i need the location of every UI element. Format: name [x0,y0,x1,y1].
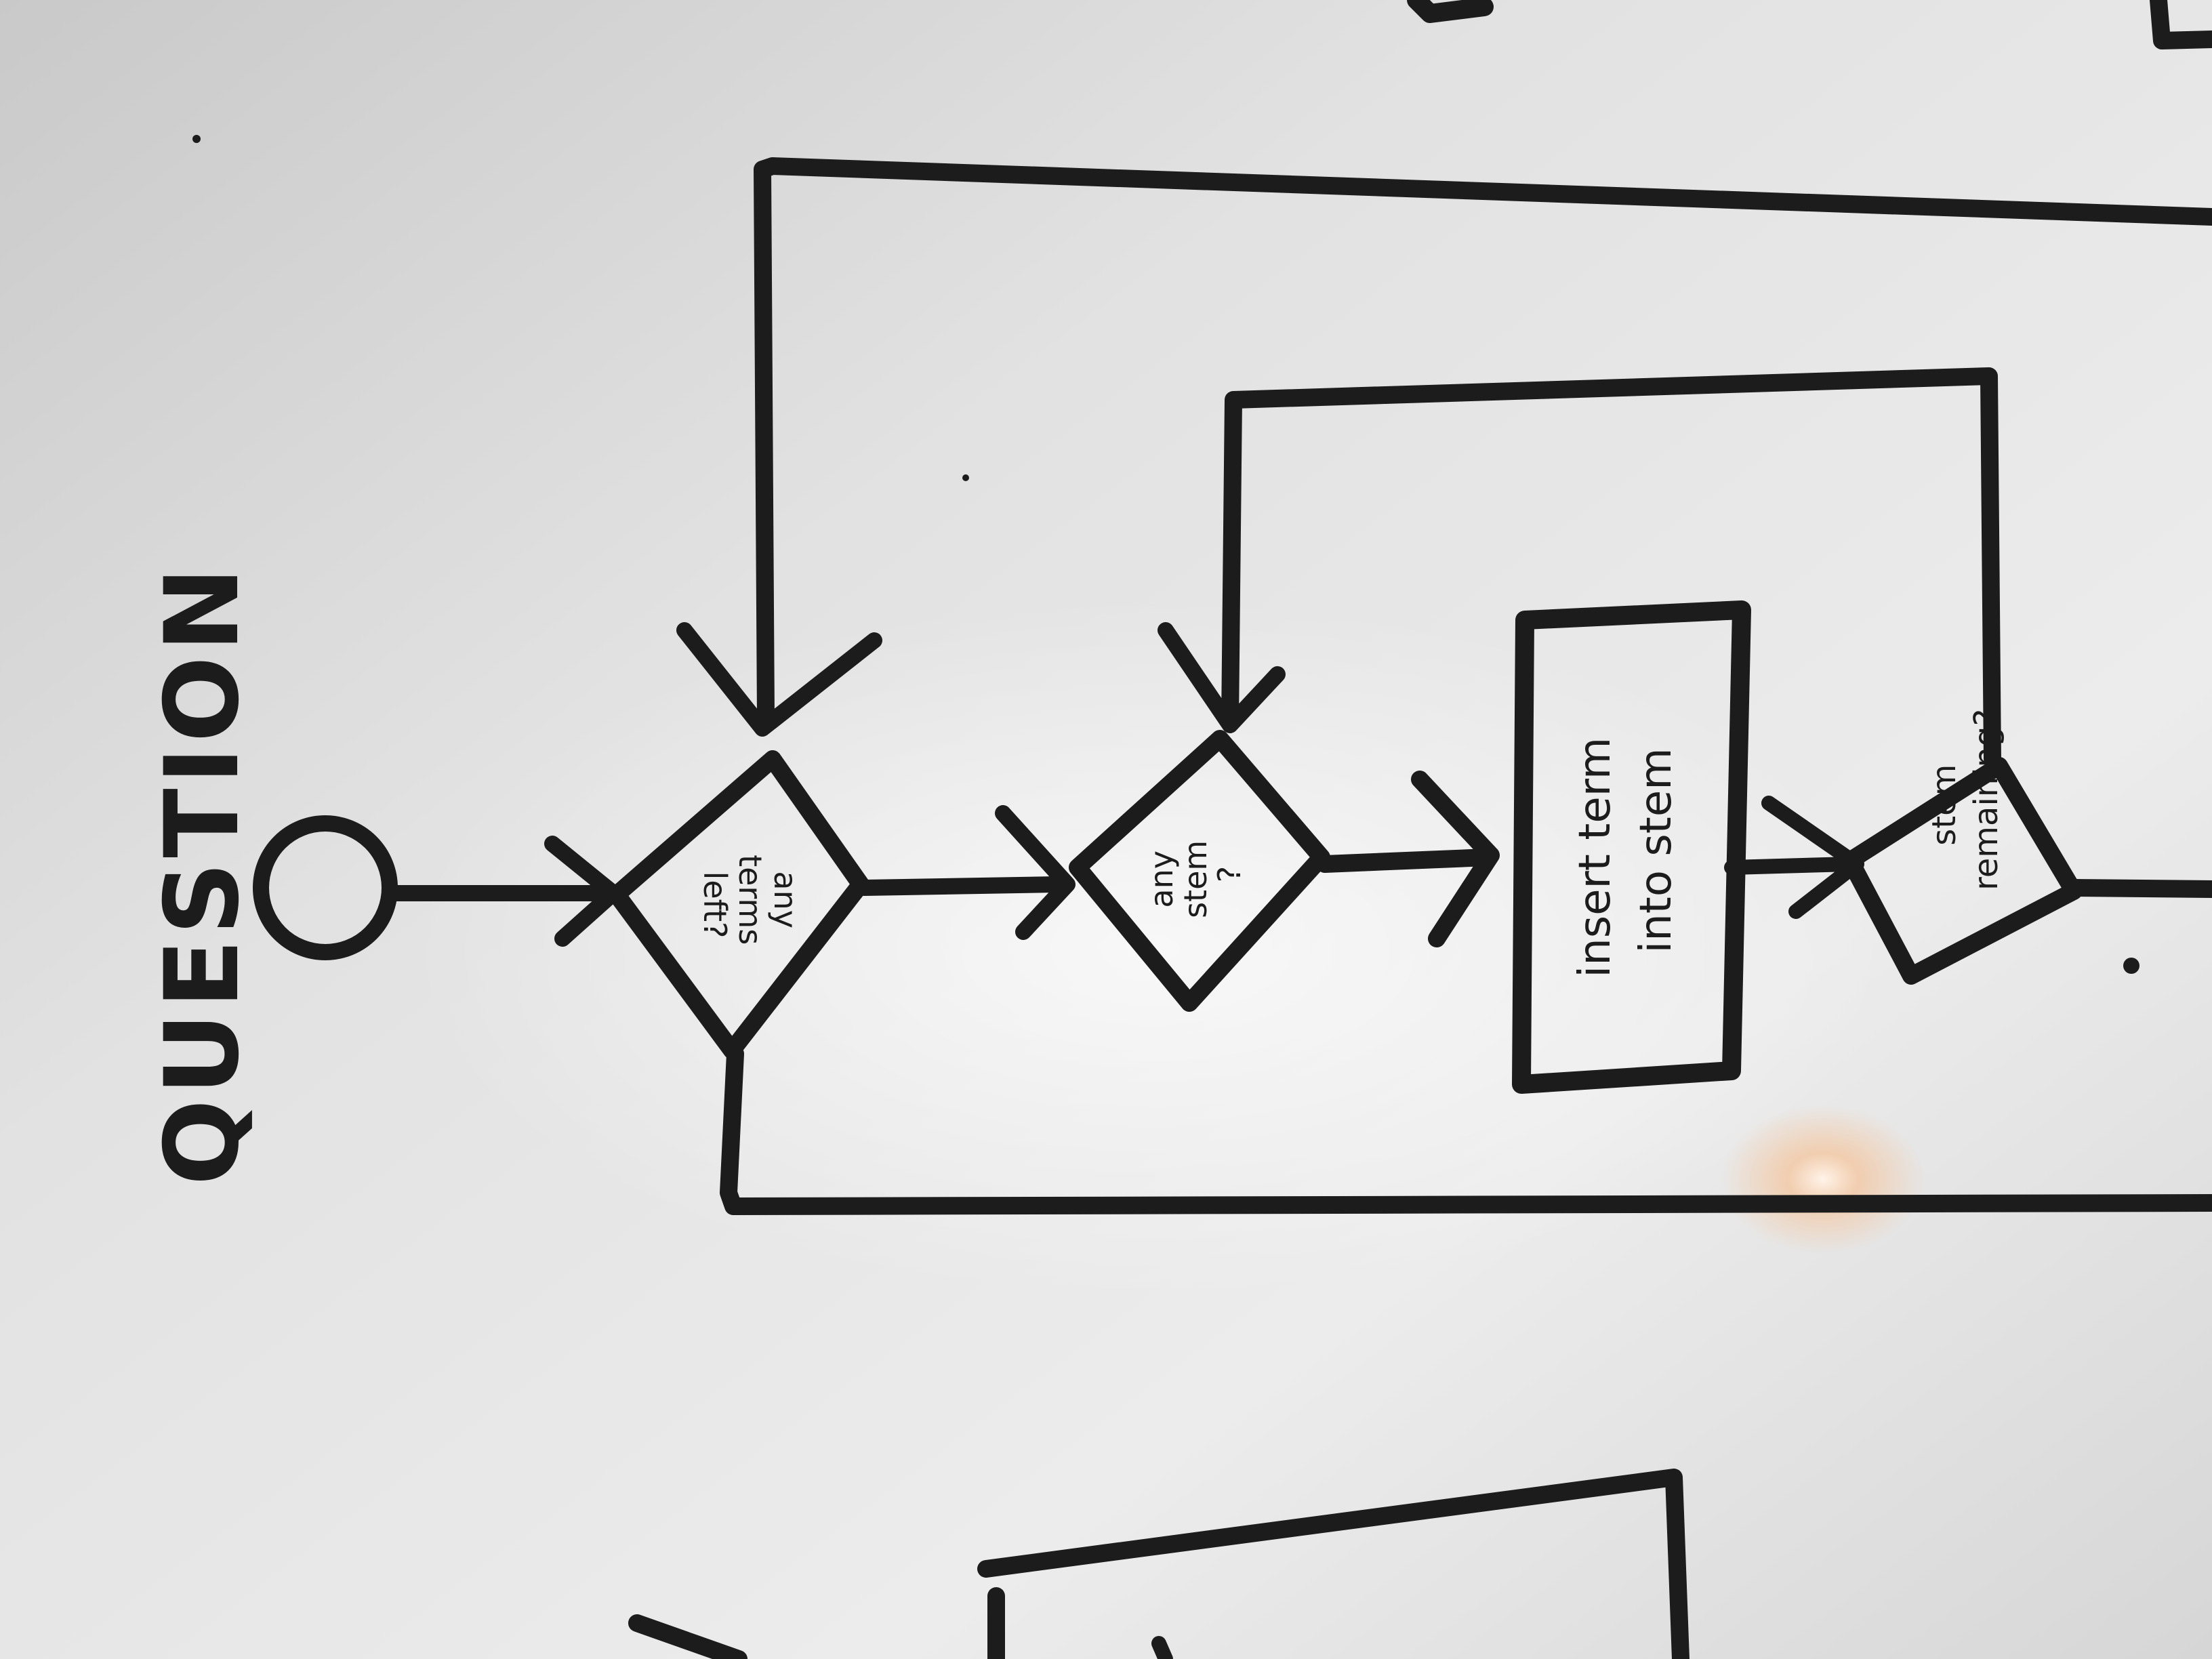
connector-d3-exit [2065,879,2212,898]
stray-dot-2 [2123,958,2139,974]
bottom-loop-line [720,1045,2212,1215]
decision-2-label-line-2: stem [1177,840,1214,918]
partial-mark-top [1407,0,1494,23]
decision-2-label: any stem ? [1143,830,1248,918]
process-box-shape [1512,600,1751,1094]
decision-3-label-line-2: remaining? [1967,709,2005,890]
outer-loop-top-line [754,157,2212,727]
process-label: insert term into stem [1570,723,1681,977]
decision-1-label: any terms left? [697,855,804,955]
outer-loop-arrowhead [676,622,882,737]
partial-shape-top-right [2150,0,2212,49]
decision-3-label: stem remaining? [1925,709,2005,890]
inner-loop-arrowhead [1158,622,1286,733]
connector-d2-to-p1 [1316,848,1496,873]
stray-dot-3 [962,474,969,481]
light-glare [1721,1105,1925,1254]
partial-arrow-bottom [628,1614,747,1659]
inner-loop-line [1221,367,2001,768]
arrowhead-d2 [995,805,1076,940]
decision-2-label-line-1: any [1143,851,1180,908]
connector-d1-to-d2 [856,876,1065,896]
decision-1-label-line-3: left? [697,872,733,939]
decision-1-label-line-2: terms [732,855,769,945]
decision-2-shape [1069,730,1330,1012]
partial-box-bottom [977,1469,1689,1659]
process-label-line-2: into stem [1631,747,1681,953]
decision-3-label-line-1: stem [1925,764,1963,846]
decision-1-label-line-1: any [767,871,804,928]
arrowhead-p1 [1411,771,1500,947]
partial-mark-bottom [1151,1636,1173,1659]
process-label-line-1: insert term [1570,737,1620,978]
start-label: QUESTION [144,563,262,1186]
stray-dot-1 [192,135,201,143]
decision-2-label-line-3: ? [1211,866,1248,882]
decision-3-shape [1841,757,2083,985]
connector-p1-to-d3 [1724,857,1858,875]
